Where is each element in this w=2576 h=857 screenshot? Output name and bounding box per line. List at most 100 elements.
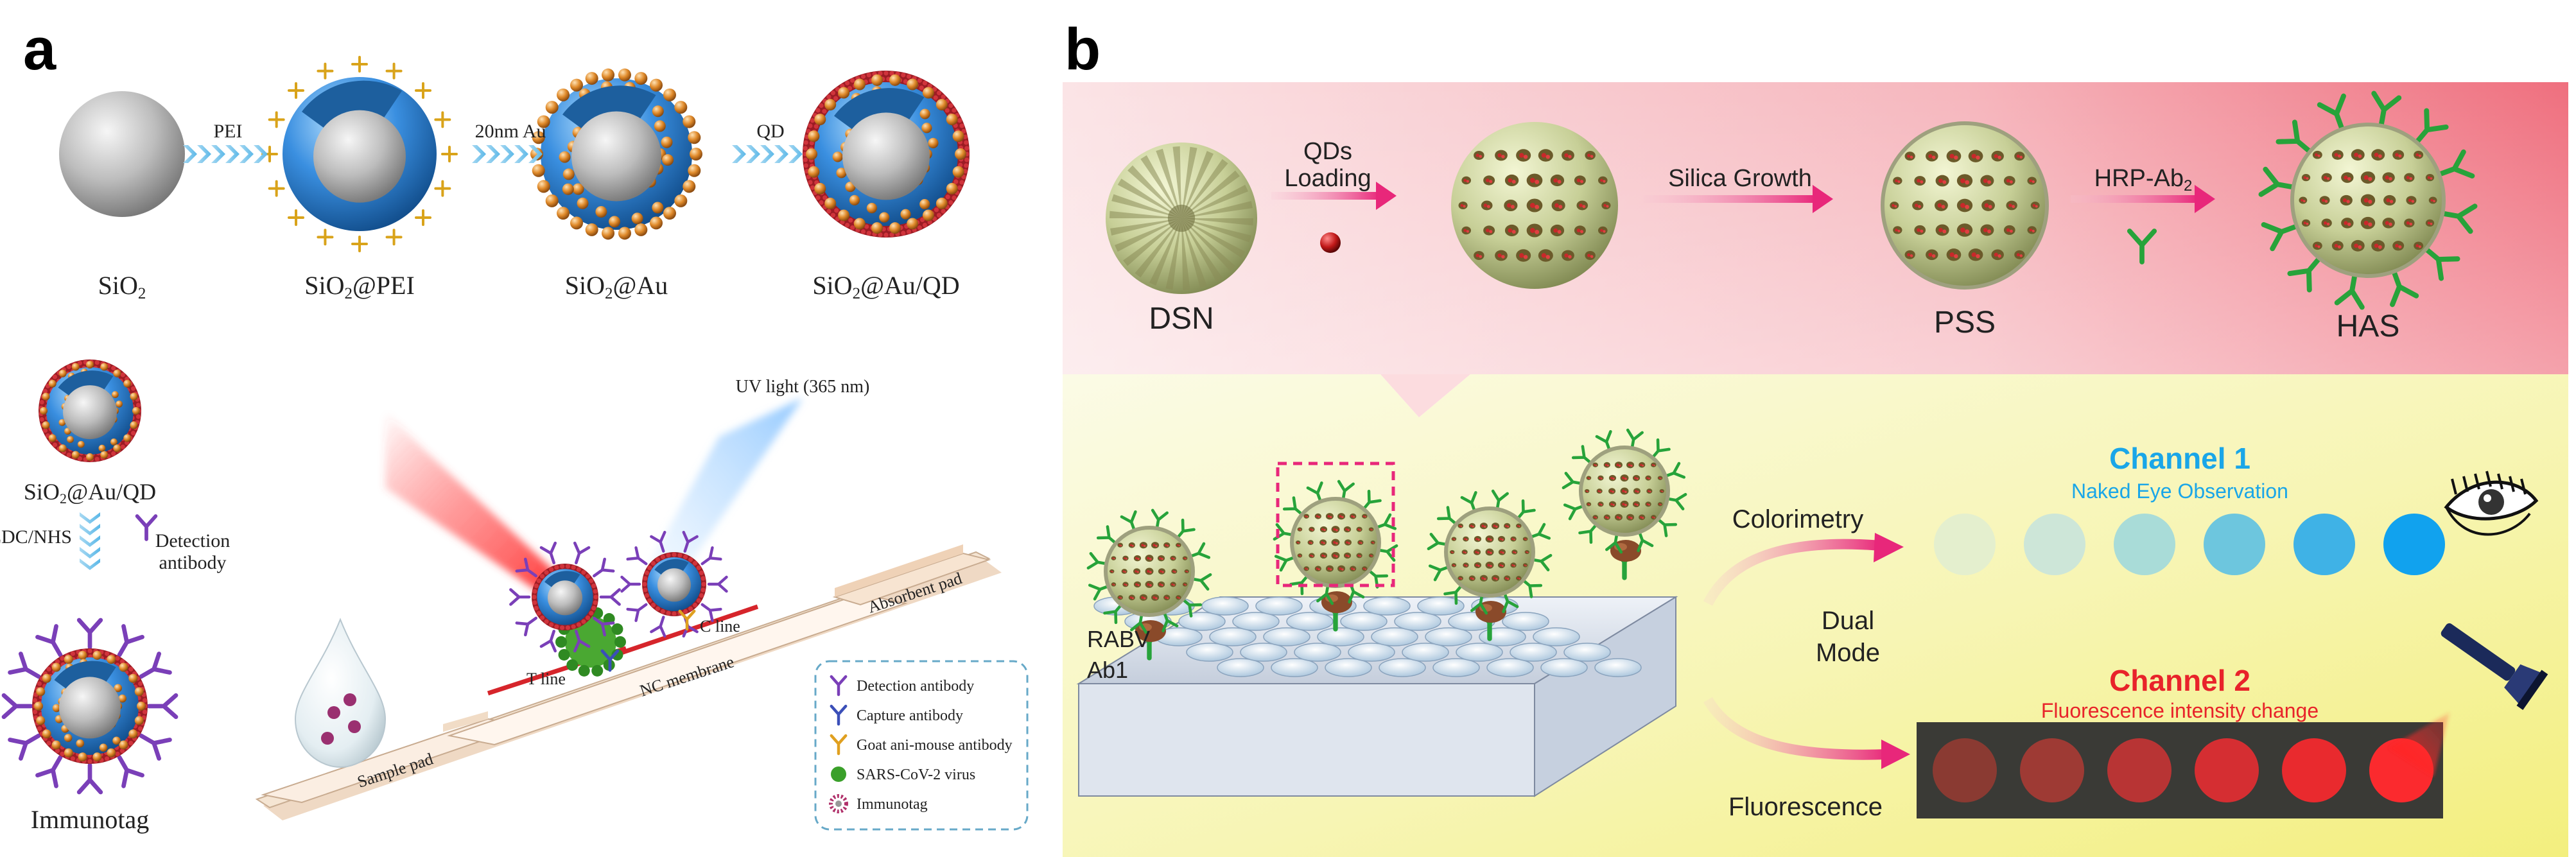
quantum-dot — [1464, 564, 1466, 566]
quantum-dot — [104, 756, 110, 761]
quantum-dot — [1653, 517, 1655, 519]
gold-nanoparticle — [111, 391, 119, 399]
quantum-dot — [1895, 179, 1898, 182]
quantum-dot — [1897, 180, 1901, 184]
quantum-dot — [1300, 529, 1301, 531]
quantum-dot — [1171, 583, 1174, 585]
dendritic-channel — [1181, 218, 1254, 226]
quantum-dot — [1373, 542, 1375, 544]
quantum-dot — [1497, 253, 1502, 258]
quantum-dot — [952, 108, 957, 113]
quantum-dot — [660, 554, 665, 560]
quantum-dot — [1931, 155, 1936, 159]
process-arrow — [1644, 195, 1816, 203]
plus-charge-icon — [434, 111, 451, 128]
quantum-dot — [2398, 245, 2402, 249]
quantum-dot — [1594, 516, 1596, 519]
quantum-dot — [1942, 180, 1947, 184]
quantum-dot — [815, 195, 821, 200]
quantum-dot — [1568, 255, 1572, 259]
quantum-dot — [647, 598, 652, 603]
antibody-icon — [2127, 229, 2157, 264]
quantum-dot — [1336, 542, 1338, 545]
quantum-dot — [2378, 154, 2382, 159]
antibody-icon — [8, 733, 41, 761]
quantum-dot — [1333, 554, 1336, 557]
quantum-dot — [957, 185, 962, 190]
quantum-dot — [1370, 528, 1371, 530]
dendritic-channel — [1181, 159, 1228, 218]
quantum-dot — [1487, 537, 1490, 541]
quantum-dot — [1523, 155, 1528, 159]
legend-item-label: Immunotag — [857, 796, 928, 813]
quantum-dot — [1511, 180, 1516, 184]
quantum-dot — [52, 442, 58, 447]
gold-nanoparticle — [134, 687, 144, 697]
quantum-dot — [2408, 198, 2412, 202]
quantum-dot — [2395, 153, 2399, 157]
silica-growth-label: Silica Growth — [1668, 165, 1812, 192]
quantum-dot — [87, 648, 92, 654]
quantum-dot — [1452, 564, 1454, 566]
chip-well — [1402, 643, 1449, 662]
quantum-dot — [1587, 254, 1591, 257]
quantum-dot — [953, 179, 959, 184]
quantum-dot — [1466, 565, 1468, 567]
chevron-arrow-icon — [732, 145, 746, 163]
quantum-dot — [2395, 243, 2399, 248]
quantum-dot — [1161, 558, 1163, 560]
fluorescence-dot — [2020, 738, 2084, 802]
antibody-icon — [650, 616, 666, 638]
quantum-dot — [1599, 503, 1601, 505]
gold-nanoparticle — [58, 444, 67, 453]
quantum-dot — [539, 574, 545, 579]
quantum-dot — [2317, 154, 2320, 157]
quantum-dot — [1345, 528, 1348, 531]
gold-nanoparticle — [119, 662, 128, 672]
quantum-dot — [826, 94, 831, 100]
quantum-dot-icon — [1320, 232, 1341, 253]
silica-core — [63, 385, 117, 440]
virus-spike — [558, 648, 570, 661]
quantum-dot — [534, 605, 539, 610]
quantum-dot — [2006, 178, 2010, 183]
quantum-dot — [1907, 253, 1911, 257]
quantum-dot — [1490, 551, 1492, 555]
chevron-arrow-icon — [254, 145, 268, 163]
channel-2-subtitle: Fluorescence intensity change — [2041, 699, 2319, 722]
quantum-dot — [1321, 554, 1324, 557]
quantum-dot — [115, 655, 120, 661]
quantum-dot — [847, 85, 853, 91]
quantum-dot — [808, 123, 813, 128]
quantum-dot — [534, 584, 539, 589]
quantum-dot — [1658, 477, 1660, 479]
gold-nanoparticle — [889, 74, 901, 86]
antibody-icon — [117, 755, 144, 788]
quantum-dot — [1606, 464, 1609, 467]
quantum-dot — [1541, 253, 1547, 258]
quantum-dot — [1477, 539, 1480, 541]
antibody-icon — [539, 541, 557, 565]
quantum-dot — [1161, 584, 1163, 587]
gold-nanoparticle — [132, 407, 140, 415]
quantum-dot — [2012, 205, 2015, 209]
quantum-dot — [1144, 597, 1146, 600]
quantum-dot — [1359, 541, 1361, 544]
quantum-dot — [2035, 205, 2038, 208]
quantum-dot — [1910, 254, 1913, 257]
quantum-dot — [903, 79, 908, 84]
quantum-dot — [1460, 203, 1464, 207]
quantum-dot — [39, 417, 44, 422]
quantum-dot — [2032, 180, 2035, 184]
quantum-dot — [1529, 178, 1535, 183]
quantum-dot — [1371, 555, 1373, 557]
quantum-dot — [2016, 253, 2020, 257]
quantum-dot — [2389, 200, 2394, 203]
virus-spike — [614, 636, 626, 648]
chip-well — [1340, 612, 1388, 631]
chip-well — [1255, 596, 1303, 616]
quantum-dot — [1553, 178, 1558, 183]
gold-nanoparticle — [572, 183, 584, 195]
quantum-dot — [1529, 203, 1535, 208]
quantum-dot — [672, 552, 677, 557]
